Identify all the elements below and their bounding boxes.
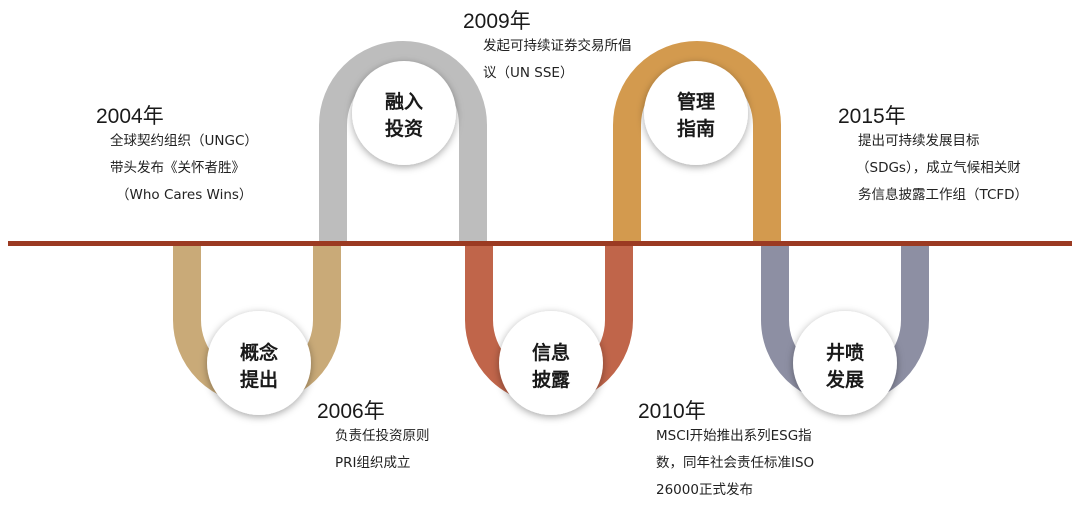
- stage-boom: 井喷 发展: [793, 311, 897, 415]
- band-invest: [319, 41, 487, 243]
- event-2010-line: MSCI开始推出系列ESG指: [656, 428, 812, 444]
- event-2015-line: （SDGs），成立气候相关财: [856, 160, 1021, 176]
- event-2004-line: （Who Cares Wins）: [116, 187, 253, 203]
- event-2009-line: 议（UN SSE）: [483, 65, 574, 81]
- event-2009-desc: 发起可持续证券交易所倡 议（UN SSE）: [483, 33, 632, 87]
- event-2015-desc: 提出可持续发展目标 （SDGs），成立气候相关财 务信息披露工作组（TCFD）: [856, 128, 1029, 209]
- timeline-axis: [8, 241, 1072, 246]
- event-2015-line: 务信息披露工作组（TCFD）: [858, 187, 1029, 203]
- stage-guide-line2: 指南: [677, 118, 715, 140]
- event-2006-desc: 负责任投资原则 PRI组织成立: [335, 423, 430, 477]
- stage-concept: 概念 提出: [207, 311, 311, 415]
- event-2015-line: 提出可持续发展目标: [858, 133, 980, 149]
- event-2004-line: 带头发布《关怀者胜》: [110, 160, 245, 176]
- event-2010-line: 数，同年社会责任标准ISO: [656, 455, 815, 471]
- event-2015-year: 2015年: [838, 105, 906, 128]
- event-2004-year: 2004年: [96, 105, 164, 128]
- stage-boom-line1: 井喷: [826, 342, 864, 364]
- stage-concept-line2: 提出: [240, 368, 278, 391]
- stage-invest-line2: 投资: [385, 117, 423, 140]
- event-2009-year: 2009年: [463, 10, 531, 33]
- event-2004-desc: 全球契约组织（UNGC） 带头发布《关怀者胜》 （Who Cares Wins）: [110, 128, 258, 209]
- event-2010-year: 2010年: [638, 400, 706, 423]
- event-2010-line: 26000正式发布: [656, 482, 753, 498]
- event-2006-year: 2006年: [317, 400, 385, 423]
- event-2010-desc: MSCI开始推出系列ESG指 数，同年社会责任标准ISO 26000正式发布: [656, 423, 814, 504]
- stage-disclosure-line1: 信息: [532, 341, 570, 364]
- event-2006-line: 负责任投资原则: [335, 428, 430, 444]
- stage-invest: 融入 投资: [352, 61, 456, 165]
- stage-invest-line1: 融入: [385, 91, 423, 113]
- stage-guide-line1: 管理: [677, 90, 715, 113]
- band-guide: [613, 41, 781, 243]
- stage-guide: 管理 指南: [644, 61, 748, 165]
- event-2009-line: 发起可持续证券交易所倡: [483, 38, 632, 54]
- stage-boom-line2: 发展: [825, 368, 864, 391]
- event-2006-line: PRI组织成立: [335, 455, 411, 471]
- stage-disclosure-line2: 披露: [532, 368, 571, 391]
- stage-concept-line1: 概念: [240, 341, 278, 364]
- event-2004-line: 全球契约组织（UNGC）: [110, 133, 258, 149]
- stage-disclosure: 信息 披露: [499, 311, 603, 415]
